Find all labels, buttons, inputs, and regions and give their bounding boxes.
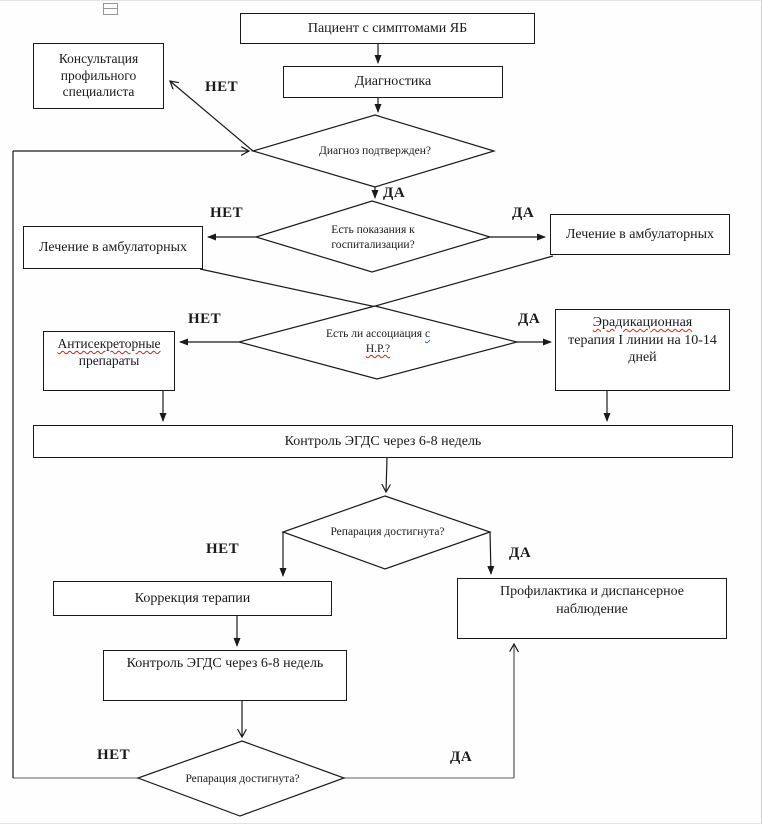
decision-reparation2-shape (136, 740, 346, 817)
line-left-to-d3 (199, 268, 391, 311)
decision-hp-shape (236, 305, 520, 380)
node-outpatient-right: Лечение в амбулаторных (550, 214, 730, 255)
node-diagnostics: Диагностика (283, 66, 503, 98)
arrow-control-to-d4 (386, 457, 387, 492)
decision-hospitalization-shape (253, 200, 493, 273)
label-no-d2: НЕТ (210, 205, 244, 221)
label-no-d5: НЕТ (97, 747, 131, 763)
node-eradication: Эрадикационная терапия I линии на 10-14 … (555, 309, 730, 391)
eradication-word: Эрадикационная (592, 315, 693, 330)
label-yes-d3: ДА (518, 311, 541, 327)
label-yes-d4: ДА (509, 545, 532, 561)
node-outpatient-left: Лечение в амбулаторных (23, 226, 203, 269)
decision-diagnosis-shape (250, 114, 497, 188)
node-egds-control-2: Контроль ЭГДС через 6-8 недель (103, 650, 347, 701)
arrow-no-to-consultation (170, 81, 254, 152)
object-anchor-icon (103, 3, 118, 15)
eradication-rest: терапия I линии на 10-14 дней (568, 332, 717, 366)
decision-reparation1-shape (281, 495, 492, 570)
label-yes-d5: ДА (450, 749, 473, 765)
arrow-yes-to-prevention (487, 531, 495, 575)
node-prevention: Профилактика и диспансерное наблюдение (457, 578, 727, 639)
node-antisecretory: Антисекреторные препараты (43, 331, 175, 391)
label-no-d4: НЕТ (206, 541, 240, 557)
label-no-consultation: НЕТ (205, 79, 239, 95)
node-consultation: Консультация профильного специалиста (33, 43, 164, 109)
antisecretory-word: Антисекреторные (57, 336, 161, 351)
node-egds-control-1: Контроль ЭГДС через 6-8 недель (33, 425, 733, 458)
label-yes-d1: ДА (383, 185, 406, 201)
antisecretory-rest: препараты (78, 352, 140, 368)
node-patient: Пациент с симптомами ЯБ (240, 13, 535, 44)
node-therapy-correction: Коррекция терапии (53, 581, 332, 616)
line-right-to-d3 (360, 255, 554, 311)
label-no-d3: НЕТ (188, 311, 222, 327)
label-yes-d2: ДА (512, 205, 535, 221)
